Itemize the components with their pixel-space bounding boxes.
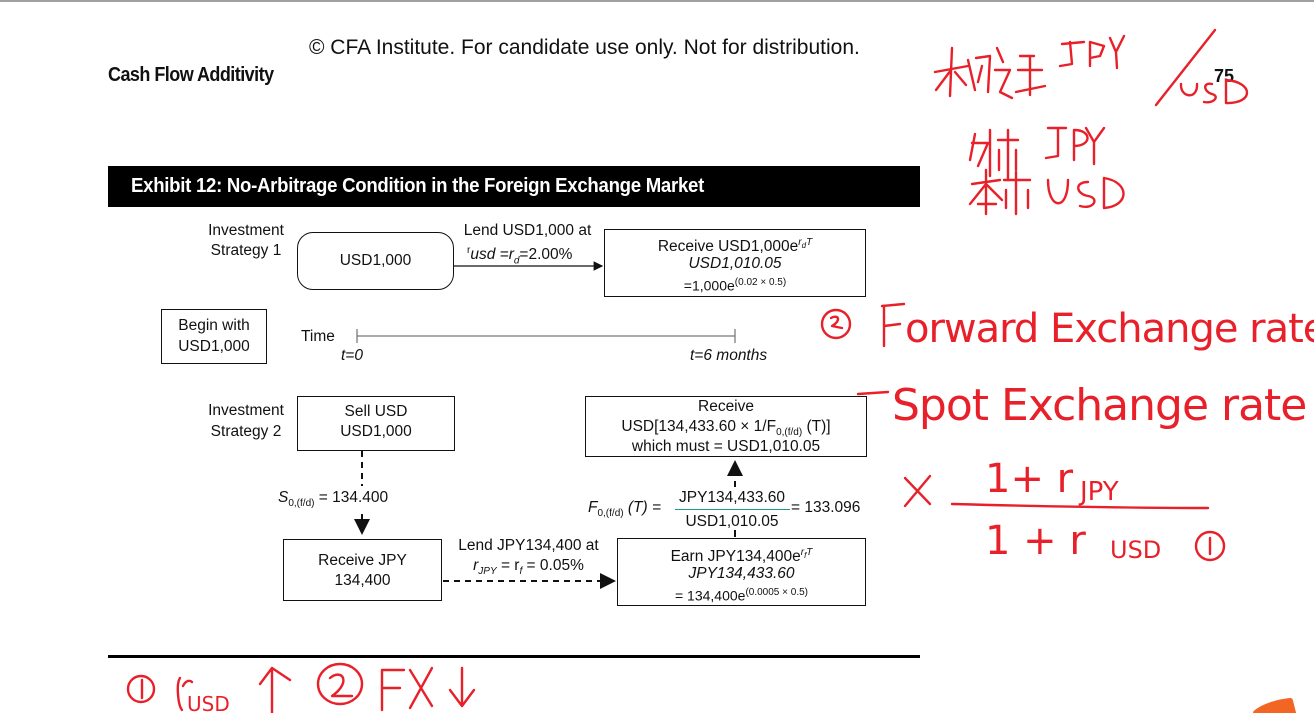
copyright-notice: © CFA Institute. For candidate use only.… [309,36,860,59]
svg-text:JPY: JPY [1078,477,1119,507]
svg-text:USD: USD [1110,536,1161,564]
strategy1-label-line1: Investment [208,222,284,239]
begin-box-line2: USD1,000 [178,338,250,355]
svg-text:orward Exchange rate: orward Exchange rate [905,306,1314,352]
forward-numerator: JPY134,433.60 [678,489,785,506]
sell-usd-line1: Sell USD [344,403,408,420]
sell-usd-line2: USD1,000 [340,423,412,440]
strategy1-label-line2: Strategy 1 [210,242,282,259]
svg-text:1 + r: 1 + r [985,518,1086,564]
sell-usd-box: Sell USD USD1,000 [297,396,455,451]
annotation-quote-method [933,28,1248,107]
exhibit-title: Exhibit 12: No-Arbitrage Condition in th… [131,175,704,197]
timeline-end-label: t=6 months [690,347,768,364]
timeline-start-label: t=0 [341,347,363,364]
strategy2-label-line2: Strategy 2 [210,423,282,440]
svg-text:Spot Exchange rate: Spot Exchange rate [892,380,1306,431]
earn-jpy-amount: JPY134,433.60 [688,565,795,582]
strategy1-start-amount: USD1,000 [339,252,412,269]
begin-box: Begin with USD1,000 [161,309,267,364]
running-head: Cash Flow Additivity [108,64,274,86]
bottom-rule [108,655,920,658]
final-receive-line3: which must = USD1,010.05 [631,438,821,455]
annotation-domestic-currency [968,168,1125,216]
earn-jpy-line1: Earn JPY134,400erfT [670,547,813,566]
earn-jpy-box: Earn JPY134,400erfT JPY134,433.60 = 134,… [617,538,866,606]
lend-jpy-line1: Lend JPY134,400 at [458,537,599,554]
strategy1-receive-box: Receive USD1,000erdT USD1,010.05 =1,000e… [604,229,866,297]
forward-result: = 133.096 [791,499,861,516]
svg-text:USD: USD [187,692,230,713]
forward-denominator: USD1,010.05 [685,513,779,530]
annotation-formula: orward Exchange rate Spot Exchange rate … [820,302,1314,564]
top-border [0,0,1314,2]
strategy1-receive-line1: Receive USD1,000erdT [657,237,813,256]
final-receive-line1: Receive [698,398,754,415]
strategy1-receive-formula: =1,000e(0.02 × 0.5) [683,277,787,294]
annotation-bottom-note: USD [126,662,476,713]
earn-jpy-formula: = 134,400e(0.0005 × 0.5) [674,587,808,604]
strategy1-start-box: USD1,000 [297,232,454,290]
exhibit-title-bar: Exhibit 12: No-Arbitrage Condition in th… [108,166,920,207]
final-receive-box: Receive USD[134,433.60 × 1/F0,(f/d) (T)]… [585,396,867,457]
timeline-label: Time [301,328,335,345]
strategy1-lend-line1: Lend USD1,000 at [463,222,592,239]
orange-mark [1253,698,1296,713]
receive-jpy-box: Receive JPY 134,400 [283,539,442,601]
receive-jpy-line2: 134,400 [334,572,391,589]
begin-box-line1: Begin with [178,317,250,334]
spot-rate-label: S0,(f/d) = 134.400 [278,489,389,510]
final-receive-line2: USD[134,433.60 × 1/F0,(f/d) (T)] [621,418,831,439]
strategy2-label-line1: Investment [208,402,284,419]
strategy1-lend-line2: rusd =rd=2.00% [467,245,573,267]
annotation-foreign-currency [968,126,1106,182]
svg-text:1+ r: 1+ r [985,456,1074,502]
fraction-line [675,509,790,510]
receive-jpy-line1: Receive JPY [318,552,407,569]
strategy1-receive-amount: USD1,010.05 [688,255,782,272]
forward-rate-label: F0,(f/d) (T) = [588,499,662,520]
lend-jpy-line2: rJPY = rf = 0.05% [473,557,584,578]
